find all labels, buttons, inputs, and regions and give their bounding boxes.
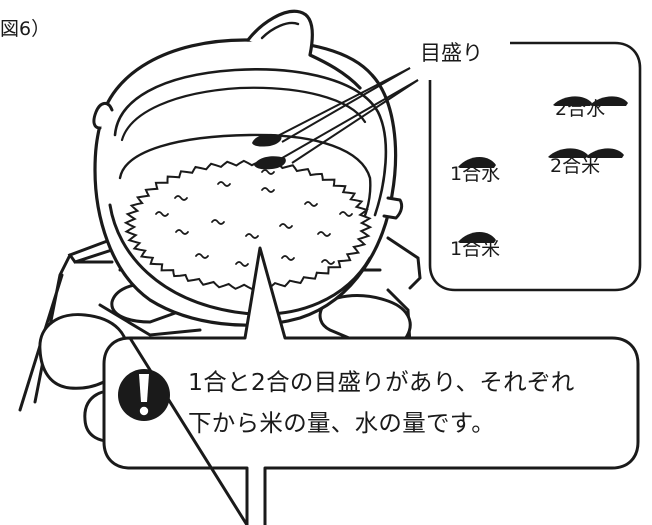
rice-grain [195,253,209,259]
legend-label: 2合水 [555,98,605,120]
rice-grain [339,211,353,217]
rice-grain [211,219,225,225]
rice-grain [217,181,231,187]
note-line-1: 1合と2合の目盛りがあり、それぞれ [188,368,575,396]
leader-lines [261,67,419,166]
legend-item-1go-water: 1合水 [450,156,500,185]
scale-legend-title: 目盛り [420,41,483,65]
rice-grain [304,201,318,207]
rice-grain [245,233,259,239]
exclamation-icon [118,369,170,421]
rice-grain [281,255,295,261]
legend-item-1go-rice: 1合米 [450,231,500,260]
rice-grain [175,229,189,235]
legend-mark [548,148,588,158]
pot-handle-left [92,102,114,130]
pot-inner-wall [113,68,388,217]
legend-label: 2合米 [550,155,600,177]
legend-label: 1合水 [450,163,500,185]
legend-mark [590,96,628,106]
pot-handle-right [382,196,404,220]
legend-mark [458,156,496,168]
rice-grain [155,211,169,217]
rice-grain [174,195,188,201]
legend-mark [586,148,624,158]
pot-spout [246,9,362,90]
legend-mark [553,96,592,106]
legend-label: 1合米 [450,238,500,260]
legend-item-2go-water: 2合水 [553,96,628,120]
scale-legend-box: 目盛り 2合水 2合米 1合水 1合米 [420,41,642,292]
legend-mark [458,231,496,243]
rice-grain [279,223,293,229]
rice-grain [235,261,249,267]
rice-surface [123,159,373,291]
note-line-2: 下から米の量、水の量です。 [188,409,495,437]
note-balloon: 1合と2合の目盛りがあり、それぞれ 下から米の量、水の量です。 [102,246,640,525]
stone-right [318,294,412,350]
legend-item-2go-rice: 2合米 [548,148,624,177]
rice-grain [261,187,275,193]
rice-grain [321,259,335,265]
figure-label: 図6） [0,18,50,40]
rice-grain [317,231,331,237]
rice-grain [261,169,275,175]
